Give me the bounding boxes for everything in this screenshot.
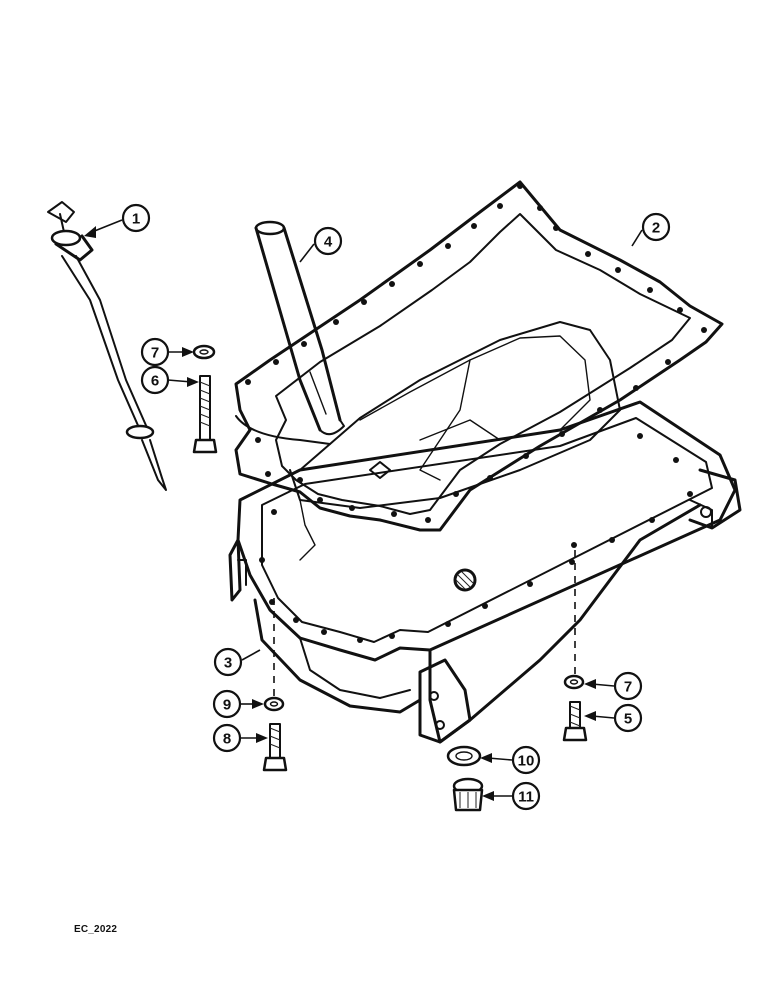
callout-9: 9 bbox=[212, 689, 264, 719]
dipstick bbox=[47, 201, 167, 491]
long-bolt bbox=[192, 375, 218, 454]
bolt-left bbox=[262, 723, 288, 772]
callout-5: 5 bbox=[584, 703, 643, 733]
callout-8: 8 bbox=[212, 723, 268, 753]
callout-2: 2 bbox=[631, 212, 671, 247]
washer-left bbox=[263, 696, 285, 712]
callout-8-label: 8 bbox=[223, 731, 231, 748]
callout-11-label: 11 bbox=[518, 789, 534, 806]
callout-10: 10 bbox=[480, 745, 541, 775]
drain-plug bbox=[452, 777, 484, 812]
callout-7-lower-label: 7 bbox=[624, 679, 632, 696]
washer-upper bbox=[192, 344, 216, 360]
callout-5-label: 5 bbox=[624, 711, 632, 728]
callout-2-label: 2 bbox=[652, 220, 660, 237]
callout-1: 1 bbox=[84, 203, 151, 238]
callout-4: 4 bbox=[299, 226, 343, 263]
callout-11: 11 bbox=[482, 781, 541, 811]
callout-6-label: 6 bbox=[151, 373, 159, 390]
gasket-holes bbox=[245, 183, 707, 523]
callout-7-lower: 7 bbox=[584, 671, 643, 701]
callout-9-label: 9 bbox=[223, 697, 231, 714]
suction-tube bbox=[235, 220, 345, 445]
oil-pan-cavity bbox=[289, 321, 621, 561]
bolt-right bbox=[562, 701, 588, 742]
oil-pan bbox=[228, 400, 742, 744]
drain-plug-seal bbox=[446, 745, 482, 767]
gasket bbox=[234, 180, 724, 532]
pan-flange-holes bbox=[259, 433, 693, 643]
washer-lower-right bbox=[563, 674, 585, 690]
callout-7-upper-label: 7 bbox=[151, 345, 159, 362]
callout-7-upper: 7 bbox=[140, 337, 194, 367]
callout-4-label: 4 bbox=[324, 234, 333, 251]
callout-3: 3 bbox=[213, 647, 261, 677]
callout-10-label: 10 bbox=[518, 753, 535, 770]
callout-3-label: 3 bbox=[224, 655, 232, 672]
callout-6: 6 bbox=[140, 365, 199, 395]
callout-1-label: 1 bbox=[132, 211, 140, 228]
figure-reference-code: EC_2022 bbox=[74, 924, 118, 935]
